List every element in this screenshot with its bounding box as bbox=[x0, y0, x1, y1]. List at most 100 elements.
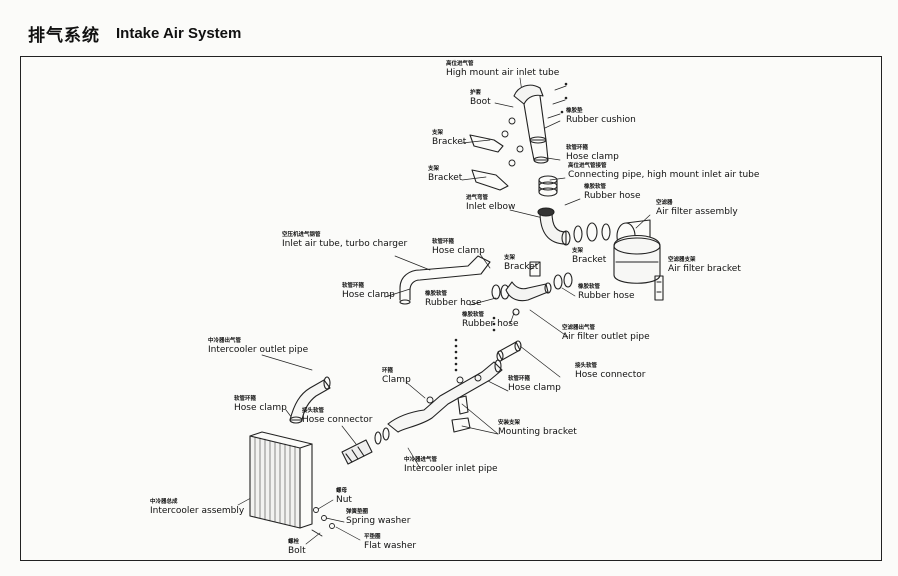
label-intercooler-assembly: 中冷器总成 Intercooler assembly bbox=[150, 499, 245, 516]
label-en: Connecting pipe, high mount inlet air tu… bbox=[568, 170, 760, 180]
label-en: Intercooler inlet pipe bbox=[404, 464, 498, 474]
label-bracket-2: 支架 Bracket bbox=[428, 166, 463, 183]
label-zh: 接头软管 bbox=[302, 408, 325, 414]
label-zh: 软管环箍 bbox=[432, 239, 455, 245]
label-mounting-bracket: 安装支架 Mounting bracket bbox=[498, 420, 577, 437]
label-high-mount-inlet-tube: 高位进气管 High mount air inlet tube bbox=[446, 61, 560, 78]
leader-lines bbox=[237, 77, 661, 545]
inlet-elbow-shape bbox=[537, 207, 571, 246]
label-en: High mount air inlet tube bbox=[446, 68, 560, 78]
label-zh: 空压机进气钢管 bbox=[282, 232, 321, 238]
label-en: Rubber hose bbox=[578, 291, 635, 301]
label-en: Air filter bracket bbox=[668, 264, 741, 274]
label-zh: 安装支架 bbox=[498, 420, 521, 426]
label-en: Hose clamp bbox=[566, 152, 619, 162]
label-en: Spring washer bbox=[346, 516, 411, 526]
hose-connector-left bbox=[341, 427, 390, 465]
mount-hardware bbox=[501, 85, 567, 167]
label-en: Hose clamp bbox=[234, 403, 287, 413]
hose-near-bracket bbox=[491, 261, 573, 316]
label-en: Flat washer bbox=[364, 541, 417, 551]
label-bracket-1: 支架 Bracket bbox=[432, 130, 467, 147]
label-zh: 支架 bbox=[432, 130, 444, 136]
label-clamp: 环箍 Clamp bbox=[382, 368, 411, 385]
label-hose-clamp-3: 软管环箍 Hose clamp bbox=[342, 283, 395, 300]
label-bracket-3: 支架 Bracket bbox=[504, 255, 539, 272]
rubber-hose-rings bbox=[573, 222, 611, 243]
label-rubber-hose-4: 橡胶软管 Rubber hose bbox=[462, 312, 519, 329]
bracket-2-shape bbox=[471, 169, 509, 191]
label-zh: 中冷器出气管 bbox=[208, 338, 242, 344]
label-en: Hose connector bbox=[302, 415, 373, 425]
label-spring-washer: 弹簧垫圈 Spring washer bbox=[346, 509, 411, 526]
page-title: 排气系统 Intake Air System bbox=[28, 22, 242, 45]
label-zh: 软管环箍 bbox=[508, 376, 531, 382]
label-en: Rubber hose bbox=[425, 298, 482, 308]
label-zh: 高位进气管接管 bbox=[568, 163, 607, 169]
label-intercooler-outlet-pipe: 中冷器出气管 Intercooler outlet pipe bbox=[208, 338, 309, 355]
label-en: Bracket bbox=[504, 262, 539, 272]
label-en: Boot bbox=[470, 97, 491, 107]
label-zh: 橡胶垫 bbox=[566, 108, 583, 114]
label-zh: 软管环箍 bbox=[234, 396, 257, 402]
label-rubber-cushion: 橡胶垫 Rubber cushion bbox=[566, 108, 636, 125]
label-zh: 橡胶软管 bbox=[425, 291, 448, 297]
label-en: Bracket bbox=[432, 137, 467, 147]
label-en: Air filter outlet pipe bbox=[562, 332, 650, 342]
label-connecting-pipe: 高位进气管接管 Connecting pipe, high mount inle… bbox=[568, 163, 760, 180]
label-bracket-4: 支架 Bracket bbox=[572, 248, 606, 265]
label-intercooler-inlet-pipe: 中冷器进气管 Intercooler inlet pipe bbox=[404, 457, 498, 474]
label-hose-connector-right: 接头软管 Hose connector bbox=[575, 363, 646, 380]
label-hose-clamp-2: 软管环箍 Hose clamp bbox=[432, 239, 485, 256]
connecting-pipe-shape bbox=[538, 175, 558, 197]
label-air-filter-outlet-pipe: 空滤器出气管 Air filter outlet pipe bbox=[562, 325, 650, 342]
label-zh: 螺母 bbox=[336, 488, 348, 494]
label-en: Hose clamp bbox=[432, 246, 485, 256]
label-hose-clamp-5: 软管环箍 Hose clamp bbox=[234, 396, 287, 413]
label-en: Intercooler assembly bbox=[150, 506, 245, 516]
label-en: Inlet air tube, turbo charger bbox=[282, 239, 408, 249]
label-air-filter-bracket: 空滤器支架 Air filter bracket bbox=[668, 257, 741, 274]
label-en: Bolt bbox=[288, 546, 306, 556]
label-en: Bracket bbox=[428, 173, 463, 183]
label-en: Clamp bbox=[382, 375, 411, 385]
label-zh: 空滤器出气管 bbox=[562, 325, 596, 331]
label-zh: 支架 bbox=[572, 248, 584, 254]
label-inlet-air-tube-turbo: 空压机进气钢管 Inlet air tube, turbo charger bbox=[282, 232, 408, 249]
fasteners bbox=[311, 507, 335, 537]
label-en: Air filter assembly bbox=[656, 207, 738, 217]
intercooler-inlet-pipe-shape bbox=[387, 359, 503, 433]
label-zh: 橡胶软管 bbox=[578, 284, 601, 290]
label-en: Inlet elbow bbox=[466, 202, 516, 212]
turbo-inlet-tube-shape bbox=[399, 255, 491, 305]
bracket-1-shape bbox=[469, 134, 504, 153]
hose-connector-center bbox=[496, 340, 522, 362]
label-air-filter-assembly: 空滤器 Air filter assembly bbox=[656, 200, 738, 217]
label-zh: 空滤器支架 bbox=[668, 257, 696, 263]
label-en: Intercooler outlet pipe bbox=[208, 345, 309, 355]
label-en: Hose clamp bbox=[508, 383, 561, 393]
mounting-bracket-shape bbox=[451, 395, 471, 433]
label-zh: 高位进气管 bbox=[446, 61, 474, 67]
label-en: Hose connector bbox=[575, 370, 646, 380]
label-zh: 支架 bbox=[428, 166, 440, 172]
stud-dots bbox=[454, 82, 568, 372]
label-en: Rubber hose bbox=[584, 191, 641, 201]
intercooler-core bbox=[249, 431, 313, 529]
label-zh: 空滤器 bbox=[656, 200, 673, 206]
label-nut: 螺母 Nut bbox=[336, 488, 352, 505]
label-en: Mounting bracket bbox=[498, 427, 577, 437]
title-english: Intake Air System bbox=[116, 24, 242, 42]
label-zh: 橡胶软管 bbox=[462, 312, 485, 318]
inlet-pipe-clamps bbox=[426, 374, 482, 404]
label-rubber-hose-1: 橡胶软管 Rubber hose bbox=[584, 184, 641, 201]
title-chinese: 排气系统 bbox=[28, 25, 100, 45]
air-filter-outlet-pipe-shape bbox=[505, 281, 552, 302]
intercooler-outlet-pipe-shape bbox=[289, 376, 331, 424]
label-zh: 螺栓 bbox=[288, 539, 300, 545]
label-rubber-hose-2: 橡胶软管 Rubber hose bbox=[425, 291, 482, 308]
label-zh: 软管环箍 bbox=[566, 145, 589, 151]
label-zh: 进气弯管 bbox=[466, 195, 489, 201]
air-filter-shape bbox=[613, 219, 661, 284]
